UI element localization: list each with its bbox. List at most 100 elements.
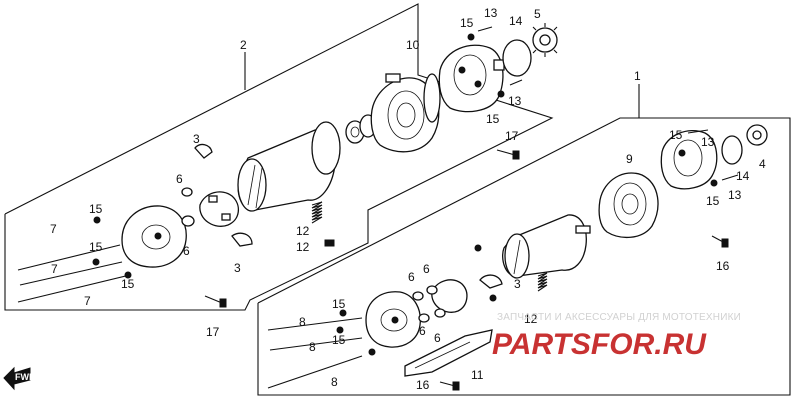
gasket-a <box>423 73 441 123</box>
label-14b: 14 <box>736 169 750 183</box>
label-7c: 7 <box>84 294 91 308</box>
label-6a: 6 <box>176 172 183 186</box>
label-3a: 3 <box>193 132 200 146</box>
screw-15d <box>92 258 100 266</box>
gear-4 <box>746 124 768 146</box>
label-17b: 17 <box>206 325 220 339</box>
fwd-arrow-icon: FWD <box>3 366 36 391</box>
label-1: 1 <box>634 69 641 83</box>
washer-6c <box>412 291 424 301</box>
assembly-1-outline <box>257 117 791 396</box>
screw-13d <box>721 174 739 181</box>
label-17a: 17 <box>505 129 519 143</box>
label-6d: 6 <box>423 262 430 276</box>
bolt-17b <box>204 295 227 308</box>
brush-holder-2 <box>199 191 239 227</box>
label-16b: 16 <box>416 378 430 392</box>
brush-holder-1 <box>431 279 468 313</box>
label-16a: 16 <box>716 259 730 273</box>
bolt-17a <box>496 149 520 160</box>
through-bolt-7a <box>17 244 121 271</box>
yoke-armature-1 <box>502 214 591 279</box>
label-6b: 6 <box>183 244 190 258</box>
label-8c: 8 <box>331 375 338 389</box>
label-8a: 8 <box>299 315 306 329</box>
through-bolt-8c <box>267 355 363 389</box>
label-11: 11 <box>471 368 484 382</box>
screw-15j <box>368 348 376 356</box>
label-4: 4 <box>759 157 766 171</box>
terminal-screw <box>489 294 497 302</box>
gear-case-1 <box>660 129 718 190</box>
label-15b: 15 <box>486 112 500 126</box>
screw-15i <box>336 326 344 334</box>
housing-9 <box>598 172 659 238</box>
label-10: 10 <box>406 38 420 52</box>
label-3c: 3 <box>514 277 521 291</box>
label-15i: 15 <box>332 333 346 347</box>
label-15a: 15 <box>460 16 474 30</box>
washer-6b <box>181 215 195 227</box>
label-6f: 6 <box>434 331 441 345</box>
nut-12b <box>324 239 335 247</box>
through-bolt-7b <box>19 261 123 286</box>
through-bolt-8a <box>267 317 363 331</box>
screw-13a <box>477 26 493 32</box>
brush-3b <box>231 232 253 247</box>
label-3b: 3 <box>234 261 241 275</box>
label-6c: 6 <box>408 270 415 284</box>
bolt-16b <box>439 381 460 391</box>
brush-3a <box>194 143 213 159</box>
label-5: 5 <box>534 7 541 21</box>
label-2: 2 <box>240 38 247 52</box>
through-bolt-7c <box>17 274 131 303</box>
spring-12c <box>537 272 548 292</box>
label-15f: 15 <box>669 128 683 142</box>
washer-6d <box>426 285 438 295</box>
label-12c: 12 <box>524 312 538 326</box>
screw-13b <box>509 79 523 86</box>
watermark-tagline: ЗАПЧАСТИ И АКСЕССУАРЫ ДЛЯ МОТОТЕХНИКИ <box>497 312 741 323</box>
o-ring-14a <box>502 39 532 77</box>
rear-cover-1 <box>365 291 421 348</box>
spring-12a <box>311 201 323 224</box>
washer-6e <box>418 313 430 323</box>
through-bolt-8b <box>269 337 363 351</box>
gear-5 <box>532 23 558 57</box>
label-7a: 7 <box>50 222 57 236</box>
screw-15h <box>339 309 347 317</box>
yoke-armature-2 <box>237 129 339 212</box>
label-8b: 8 <box>309 340 316 354</box>
label-9: 9 <box>626 152 633 166</box>
washer-6f <box>434 308 446 318</box>
label-15d: 15 <box>89 240 103 254</box>
screw-13c <box>687 129 709 134</box>
label-15c: 15 <box>89 202 103 216</box>
label-14a: 14 <box>509 14 523 28</box>
label-13a: 13 <box>484 6 498 20</box>
label-13c: 13 <box>701 135 715 149</box>
rear-cover-2 <box>121 205 187 268</box>
label-6e: 6 <box>419 324 426 338</box>
label-15e: 15 <box>121 277 135 291</box>
assembly-2-outline <box>4 3 554 311</box>
brush-3c <box>479 274 503 289</box>
screw-15b <box>497 90 505 98</box>
screw-15c <box>93 216 101 224</box>
washer-6a <box>181 187 193 197</box>
label-15g: 15 <box>706 194 720 208</box>
housing-10 <box>370 73 440 153</box>
label-7b: 7 <box>51 262 58 276</box>
gear-case-2 <box>438 44 505 113</box>
o-ring-14b <box>721 135 743 165</box>
label-13d: 13 <box>728 188 742 202</box>
watermark-logo: PARTSFOR.RU <box>492 328 707 361</box>
label-12a: 12 <box>296 224 310 238</box>
fwd-label: FWD <box>15 372 36 382</box>
screw-15g <box>710 179 718 187</box>
label-15h: 15 <box>332 297 346 311</box>
screw-15a <box>467 33 475 41</box>
label-12b: 12 <box>296 240 310 254</box>
